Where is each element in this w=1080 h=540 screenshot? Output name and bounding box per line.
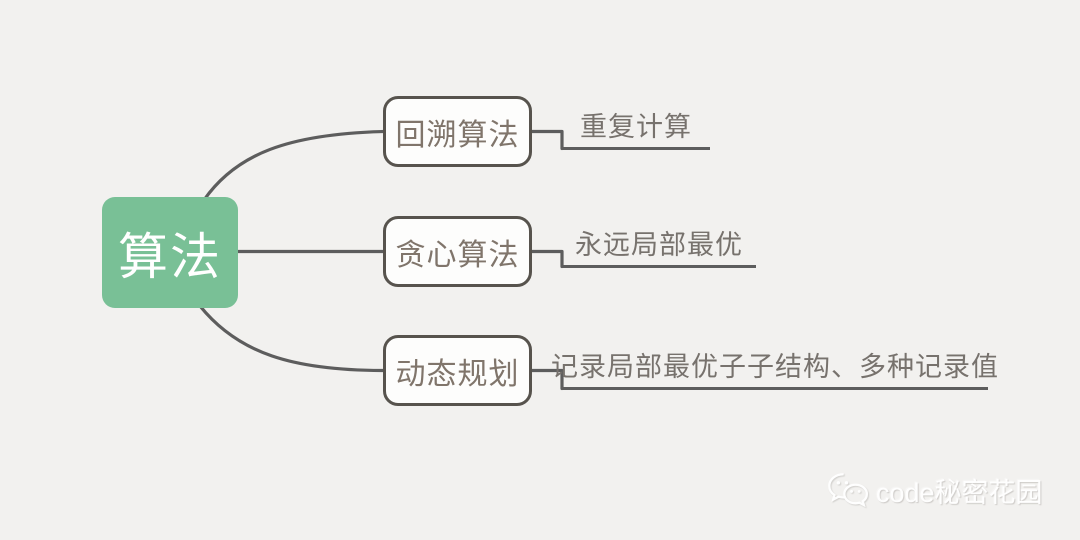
- note-label: 永远局部最优: [575, 230, 743, 260]
- connector-greedy-to-note: [526, 249, 564, 269]
- branch-node-label: 贪心算法: [395, 238, 520, 272]
- watermark: code秘密花园: [824, 468, 1043, 512]
- wechat-icon: [824, 468, 870, 512]
- branch-node-label: 回溯算法: [395, 118, 520, 152]
- branch-node-dp[interactable]: 动态规划: [383, 335, 532, 406]
- watermark-text: code秘密花园: [876, 477, 1043, 508]
- root-node-algorithm[interactable]: 算法: [102, 197, 238, 308]
- connector-root-to-dp: [198, 304, 386, 373]
- note-node-greedy[interactable]: 永远局部最优: [562, 225, 756, 268]
- connector-root-to-backtracking: [202, 129, 386, 202]
- root-node-label: 算法: [118, 228, 222, 285]
- branch-node-backtracking[interactable]: 回溯算法: [383, 96, 532, 167]
- branch-node-greedy[interactable]: 贪心算法: [383, 216, 532, 287]
- note-node-dp[interactable]: 记录局部最优子子结构、多种记录值: [551, 347, 998, 390]
- note-label: 记录局部最优子子结构、多种记录值: [551, 352, 999, 382]
- note-label: 重复计算: [580, 112, 692, 142]
- note-node-backtracking[interactable]: 重复计算: [562, 107, 710, 150]
- branch-node-label: 动态规划: [395, 357, 520, 391]
- connector-backtracking-to-note: [526, 129, 564, 151]
